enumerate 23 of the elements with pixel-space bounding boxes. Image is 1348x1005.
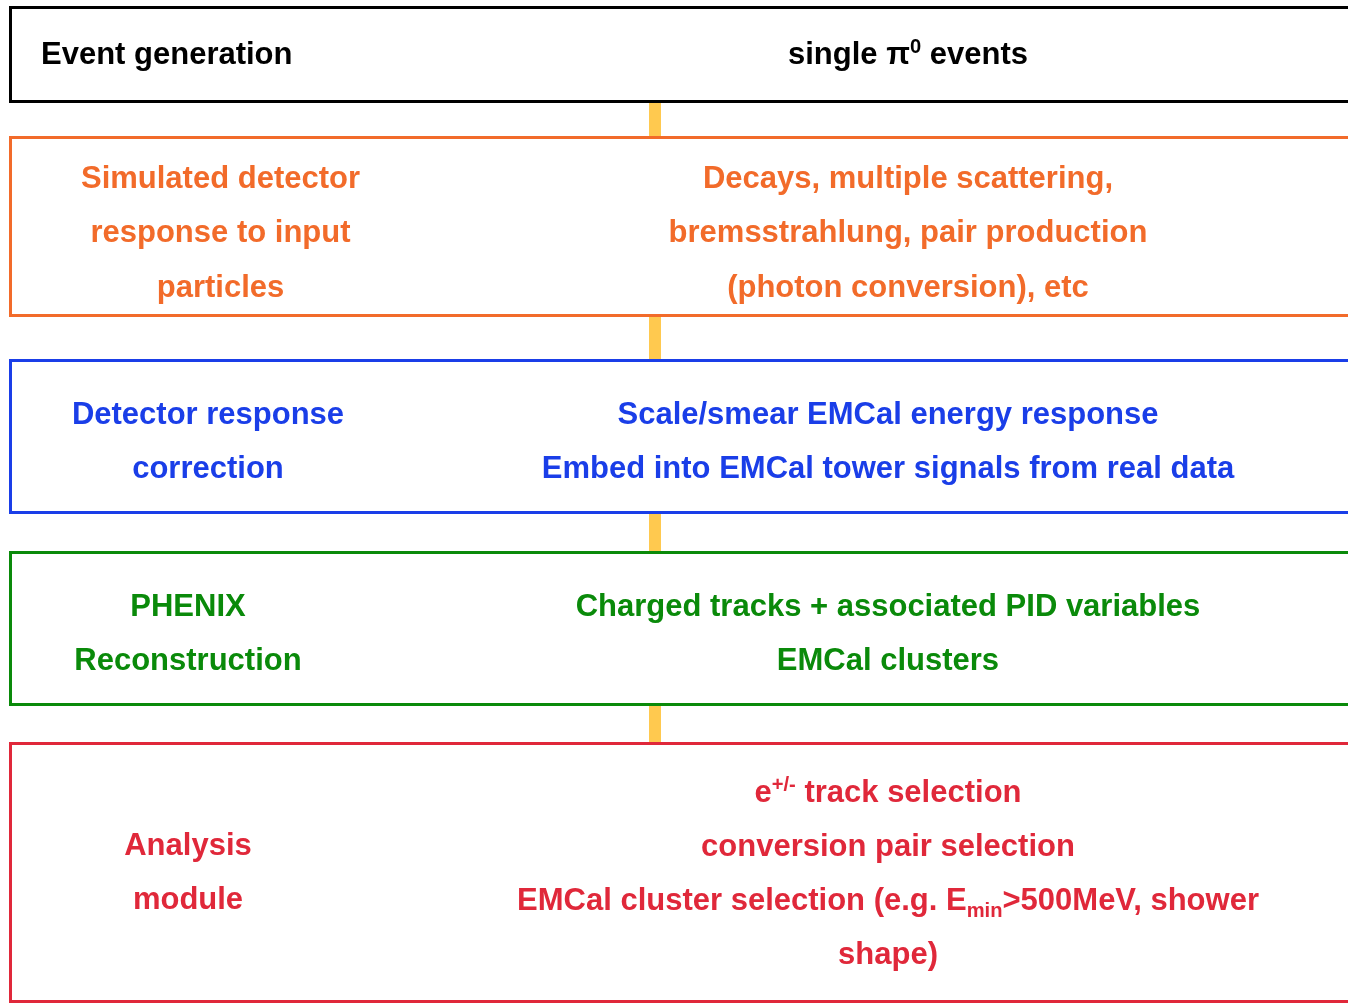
stage-detail: single π$^{0}$ events <box>787 33 1029 73</box>
stage-heading: Event generation <box>41 35 294 73</box>
connector <box>649 103 661 136</box>
stage-heading: Detector response correction <box>70 395 346 488</box>
stage-detail: Charged tracks + associated PID variables <box>574 587 1202 625</box>
stage-heading: Analysis module <box>123 826 253 919</box>
band-box <box>9 359 1348 514</box>
connector <box>649 514 661 551</box>
band-box <box>9 742 1348 1003</box>
stage-detail: Embed into EMCal tower signals from real data <box>540 449 1236 487</box>
stage-detail: Decays, multiple scattering, bremsstrahlung, pair production (photon conversion), etc <box>667 159 1149 306</box>
stage-detail: EMCal cluster selection (e.g. E$_{min}$>500MeV, shower shape) <box>516 881 1260 974</box>
stage-heading: PHENIX Reconstruction <box>73 587 303 680</box>
band-box <box>9 136 1348 317</box>
band-box <box>9 551 1348 706</box>
stage-detail: e$^{+/-}$ track selection <box>753 771 1023 811</box>
stage-detail: Scale/smear EMCal energy response <box>616 395 1160 433</box>
stage-heading: Simulated detector response to input particles <box>79 159 362 306</box>
stage-detail: conversion pair selection <box>700 827 1076 865</box>
connector <box>649 706 661 742</box>
band-box <box>9 6 1348 103</box>
stage-detail: EMCal clusters <box>775 641 1001 679</box>
connector <box>649 317 661 359</box>
